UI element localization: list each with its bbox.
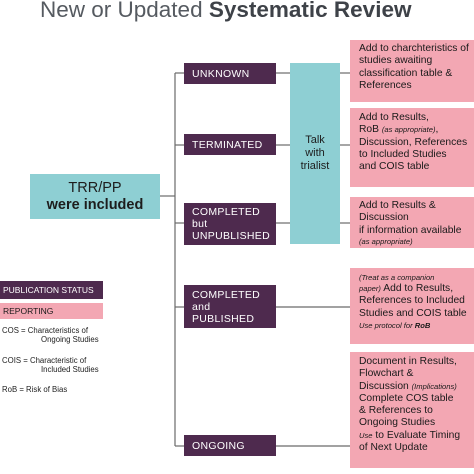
talk-line-1: Talk	[305, 134, 325, 146]
report-unknown: Add to charchteristics of studies awaiti…	[350, 40, 474, 102]
report-ongoing-evaluate: to Evaluate Timing	[372, 429, 461, 441]
report-ongoing-line-3: Discussion (Implications)	[359, 381, 470, 393]
legend-cois-line-1: COIS = Characteristic of	[2, 356, 87, 365]
report-ongoing-line-7: Use to Evaluate Timing	[359, 430, 470, 442]
report-unknown-line-3: classification table &	[359, 67, 453, 79]
report-published-add: Add to Results,	[380, 283, 454, 294]
report-published-line-2: paper) Add to Results,	[359, 283, 470, 295]
legend-reporting: REPORTING	[0, 303, 103, 319]
report-published-line-4: Studies and COIS table	[359, 307, 467, 319]
report-ongoing-use: Use	[359, 430, 373, 440]
status-published-line-3: PUBLISHED	[192, 312, 255, 325]
report-completed-unpublished: Add to Results & Discussion if informati…	[350, 197, 474, 248]
status-unpublished-line-3: UNPUBLISHED	[192, 230, 270, 242]
report-terminated-as-appropriate: (as appropriate)	[381, 125, 436, 135]
report-ongoing-line-8: of Next Update	[359, 442, 428, 454]
legend-cos-line-1: COS = Characteristics of	[2, 326, 89, 335]
report-unknown-line-1: Add to charchteristics of	[359, 43, 469, 54]
status-terminated: TERMINATED	[184, 134, 276, 155]
talk-with-trialist-node: Talk with trialist	[290, 63, 340, 244]
report-terminated-line-5: and COIS table	[359, 161, 430, 173]
report-terminated: Add to Results, RoB (as appropriate), Di…	[350, 108, 474, 187]
report-ongoing-line-5: & References to	[359, 405, 433, 417]
talk-line-2: with	[305, 147, 325, 159]
status-completed-unpublished: COMPLETED but UNPUBLISHED	[184, 203, 276, 245]
report-published-paper: paper)	[359, 284, 381, 293]
report-published-rob: RoB	[414, 320, 431, 330]
report-published-line-3: References to Included	[359, 295, 465, 307]
legend-publication-status: PUBLICATION STATUS	[0, 281, 103, 299]
report-terminated-line-4: to Included Studies	[359, 148, 447, 160]
status-published-line-2: and	[192, 300, 211, 313]
report-unpublished-line-3: if information available	[359, 224, 462, 236]
report-unpublished-line-2: Discussion	[359, 212, 409, 224]
status-unknown-label: UNKNOWN	[192, 67, 250, 80]
report-terminated-comma: ,	[435, 124, 439, 136]
status-ongoing-label: ONGOING	[192, 439, 245, 452]
legend-status-label: PUBLICATION STATUS	[3, 285, 94, 295]
status-published-line-1: COMPLETED	[192, 288, 261, 301]
root-node: TRR/PP were included	[30, 174, 160, 219]
report-unpublished-line-1: Add to Results &	[359, 200, 436, 211]
talk-line-3: trialist	[300, 160, 330, 172]
report-ongoing-line-4: Complete COS table	[359, 392, 454, 404]
status-completed-published: COMPLETED and PUBLISHED	[184, 285, 276, 328]
legend-rob-line: RoB = Risk of Bias	[2, 385, 68, 394]
legend-cos: COS = Characteristics of Ongoing Studies	[2, 326, 110, 345]
root-line-2: were included	[46, 196, 144, 213]
report-terminated-rob: RoB	[359, 124, 382, 136]
title-bold: Systematic Review	[208, 0, 412, 22]
report-terminated-line-3: Discussion, References	[359, 136, 468, 148]
status-unknown: UNKNOWN	[184, 63, 276, 84]
legend-cois-line-2: Included Studies	[41, 365, 99, 375]
status-unpublished-line-2: but	[192, 218, 208, 230]
report-unknown-line-4: References	[359, 79, 412, 91]
report-terminated-line-1: Add to Results,	[359, 112, 429, 123]
report-completed-published: (Treat as a companion paper) Add to Resu…	[350, 268, 474, 344]
report-published-line-5: Use protocol for RoB	[359, 320, 470, 332]
report-ongoing-implications: (Implications)	[411, 381, 457, 391]
report-unpublished-line-4: (as appropriate)	[359, 236, 413, 246]
status-unpublished-line-1: COMPLETED	[192, 206, 261, 218]
report-published-use-protocol: Use protocol for	[359, 320, 415, 330]
report-ongoing-discussion: Discussion	[359, 380, 412, 392]
report-ongoing-line-6: Ongoing Studies	[359, 417, 436, 429]
report-ongoing: Document in Results, Flowchart & Discuss…	[350, 352, 474, 468]
report-ongoing-line-2: Flowchart &	[359, 368, 414, 380]
diagram-title: New or Updated Systematic Review	[40, 0, 474, 27]
legend-rob: RoB = Risk of Bias	[2, 385, 110, 394]
status-ongoing: ONGOING	[184, 435, 276, 456]
title-light: New or Updated	[40, 0, 209, 22]
report-ongoing-line-1: Document in Results,	[359, 356, 457, 367]
report-published-line-1: (Treat as a companion	[359, 273, 435, 282]
legend-reporting-label: REPORTING	[3, 306, 54, 316]
legend-cos-line-2: Ongoing Studies	[41, 335, 99, 345]
root-line-1: TRR/PP	[68, 179, 122, 196]
legend-cois: COIS = Characteristic of Included Studie…	[2, 356, 110, 375]
status-terminated-label: TERMINATED	[192, 138, 263, 151]
report-unknown-line-2: studies awaiting	[359, 55, 433, 67]
report-terminated-line-2: RoB (as appropriate),	[359, 124, 470, 136]
